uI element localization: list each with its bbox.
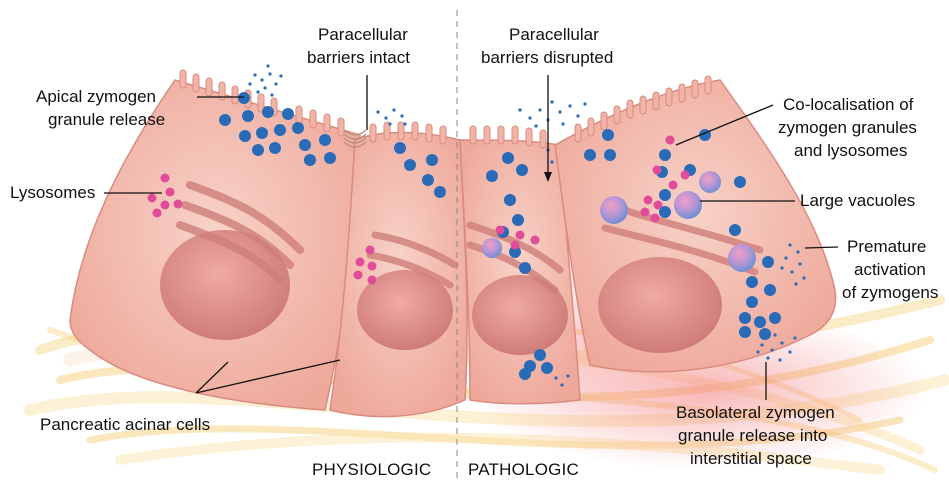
label-baso-3: interstitial space bbox=[690, 449, 812, 468]
acinar-cell-1 bbox=[70, 80, 360, 410]
label-para-intact-2: barriers intact bbox=[307, 48, 410, 67]
label-para-intact-1: Paracellular bbox=[318, 25, 408, 44]
label-para-disrupted-1: Paracellular bbox=[509, 25, 599, 44]
label-premature-3: of zymogens bbox=[842, 283, 938, 302]
label-vacuoles: Large vacuoles bbox=[800, 191, 915, 210]
label-coloc-2: zymogen granules bbox=[778, 118, 917, 137]
label-premature-1: Premature bbox=[847, 237, 926, 256]
nucleus bbox=[598, 257, 722, 353]
label-apical-2: granule release bbox=[48, 110, 165, 129]
section-physiologic: PHYSIOLOGIC bbox=[312, 460, 431, 479]
section-pathologic: PATHOLOGIC bbox=[468, 460, 579, 479]
label-pancreatic: Pancreatic acinar cells bbox=[40, 415, 210, 434]
label-coloc-1: Co-localisation of bbox=[783, 95, 914, 114]
label-coloc-3: and lysosomes bbox=[794, 141, 907, 160]
label-baso-1: Basolateral zymogen bbox=[676, 403, 835, 422]
label-premature-2: activation bbox=[854, 260, 926, 279]
label-lysosomes: Lysosomes bbox=[10, 183, 95, 202]
label-baso-2: granule release into bbox=[678, 426, 827, 445]
label-apical-1: Apical zymogen bbox=[36, 87, 156, 106]
label-para-disrupted-2: barriers disrupted bbox=[481, 48, 613, 67]
